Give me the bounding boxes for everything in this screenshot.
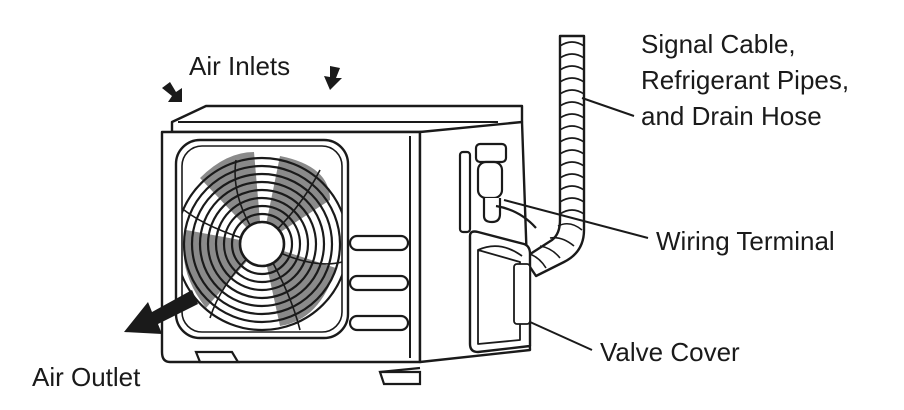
air-inlet-arrow-left-icon xyxy=(162,82,182,102)
air-inlet-arrows xyxy=(162,66,342,102)
air-outlet-arrow-icon xyxy=(124,290,198,334)
foot-left xyxy=(194,350,240,364)
label-air-outlet: Air Outlet xyxy=(32,362,141,392)
wiring-terminal xyxy=(458,142,537,234)
leader-valve xyxy=(529,321,593,351)
vent-slot-1 xyxy=(348,234,410,252)
fan-grille xyxy=(174,138,350,340)
label-air-inlets: Air Inlets xyxy=(189,51,291,81)
air-inlet-arrow-right-icon xyxy=(324,66,342,90)
label-pipes-line1: Signal Cable, xyxy=(641,29,796,59)
label-pipes-line3: and Drain Hose xyxy=(641,101,822,131)
pipe-bundle xyxy=(522,34,586,278)
label-pipes: Signal Cable, Refrigerant Pipes, and Dra… xyxy=(641,26,849,134)
label-pipes-line2: Refrigerant Pipes, xyxy=(641,65,850,95)
side-vents xyxy=(348,234,410,332)
mounting-feet xyxy=(194,350,422,386)
label-wiring-terminal: Wiring Terminal xyxy=(656,226,835,256)
leader-lines xyxy=(503,97,649,351)
grille-rings xyxy=(182,156,342,332)
cabinet-details xyxy=(178,121,498,362)
vent-slot-2 xyxy=(348,274,410,292)
leader-pipes xyxy=(581,97,635,117)
vent-slot-3 xyxy=(348,314,410,332)
leader-wiring xyxy=(503,199,649,239)
valve-cover xyxy=(468,230,532,354)
fan-hub xyxy=(238,220,286,268)
foot-right xyxy=(378,370,422,386)
label-valve-cover: Valve Cover xyxy=(600,337,740,367)
pipe-wrap-stripes xyxy=(529,41,585,269)
